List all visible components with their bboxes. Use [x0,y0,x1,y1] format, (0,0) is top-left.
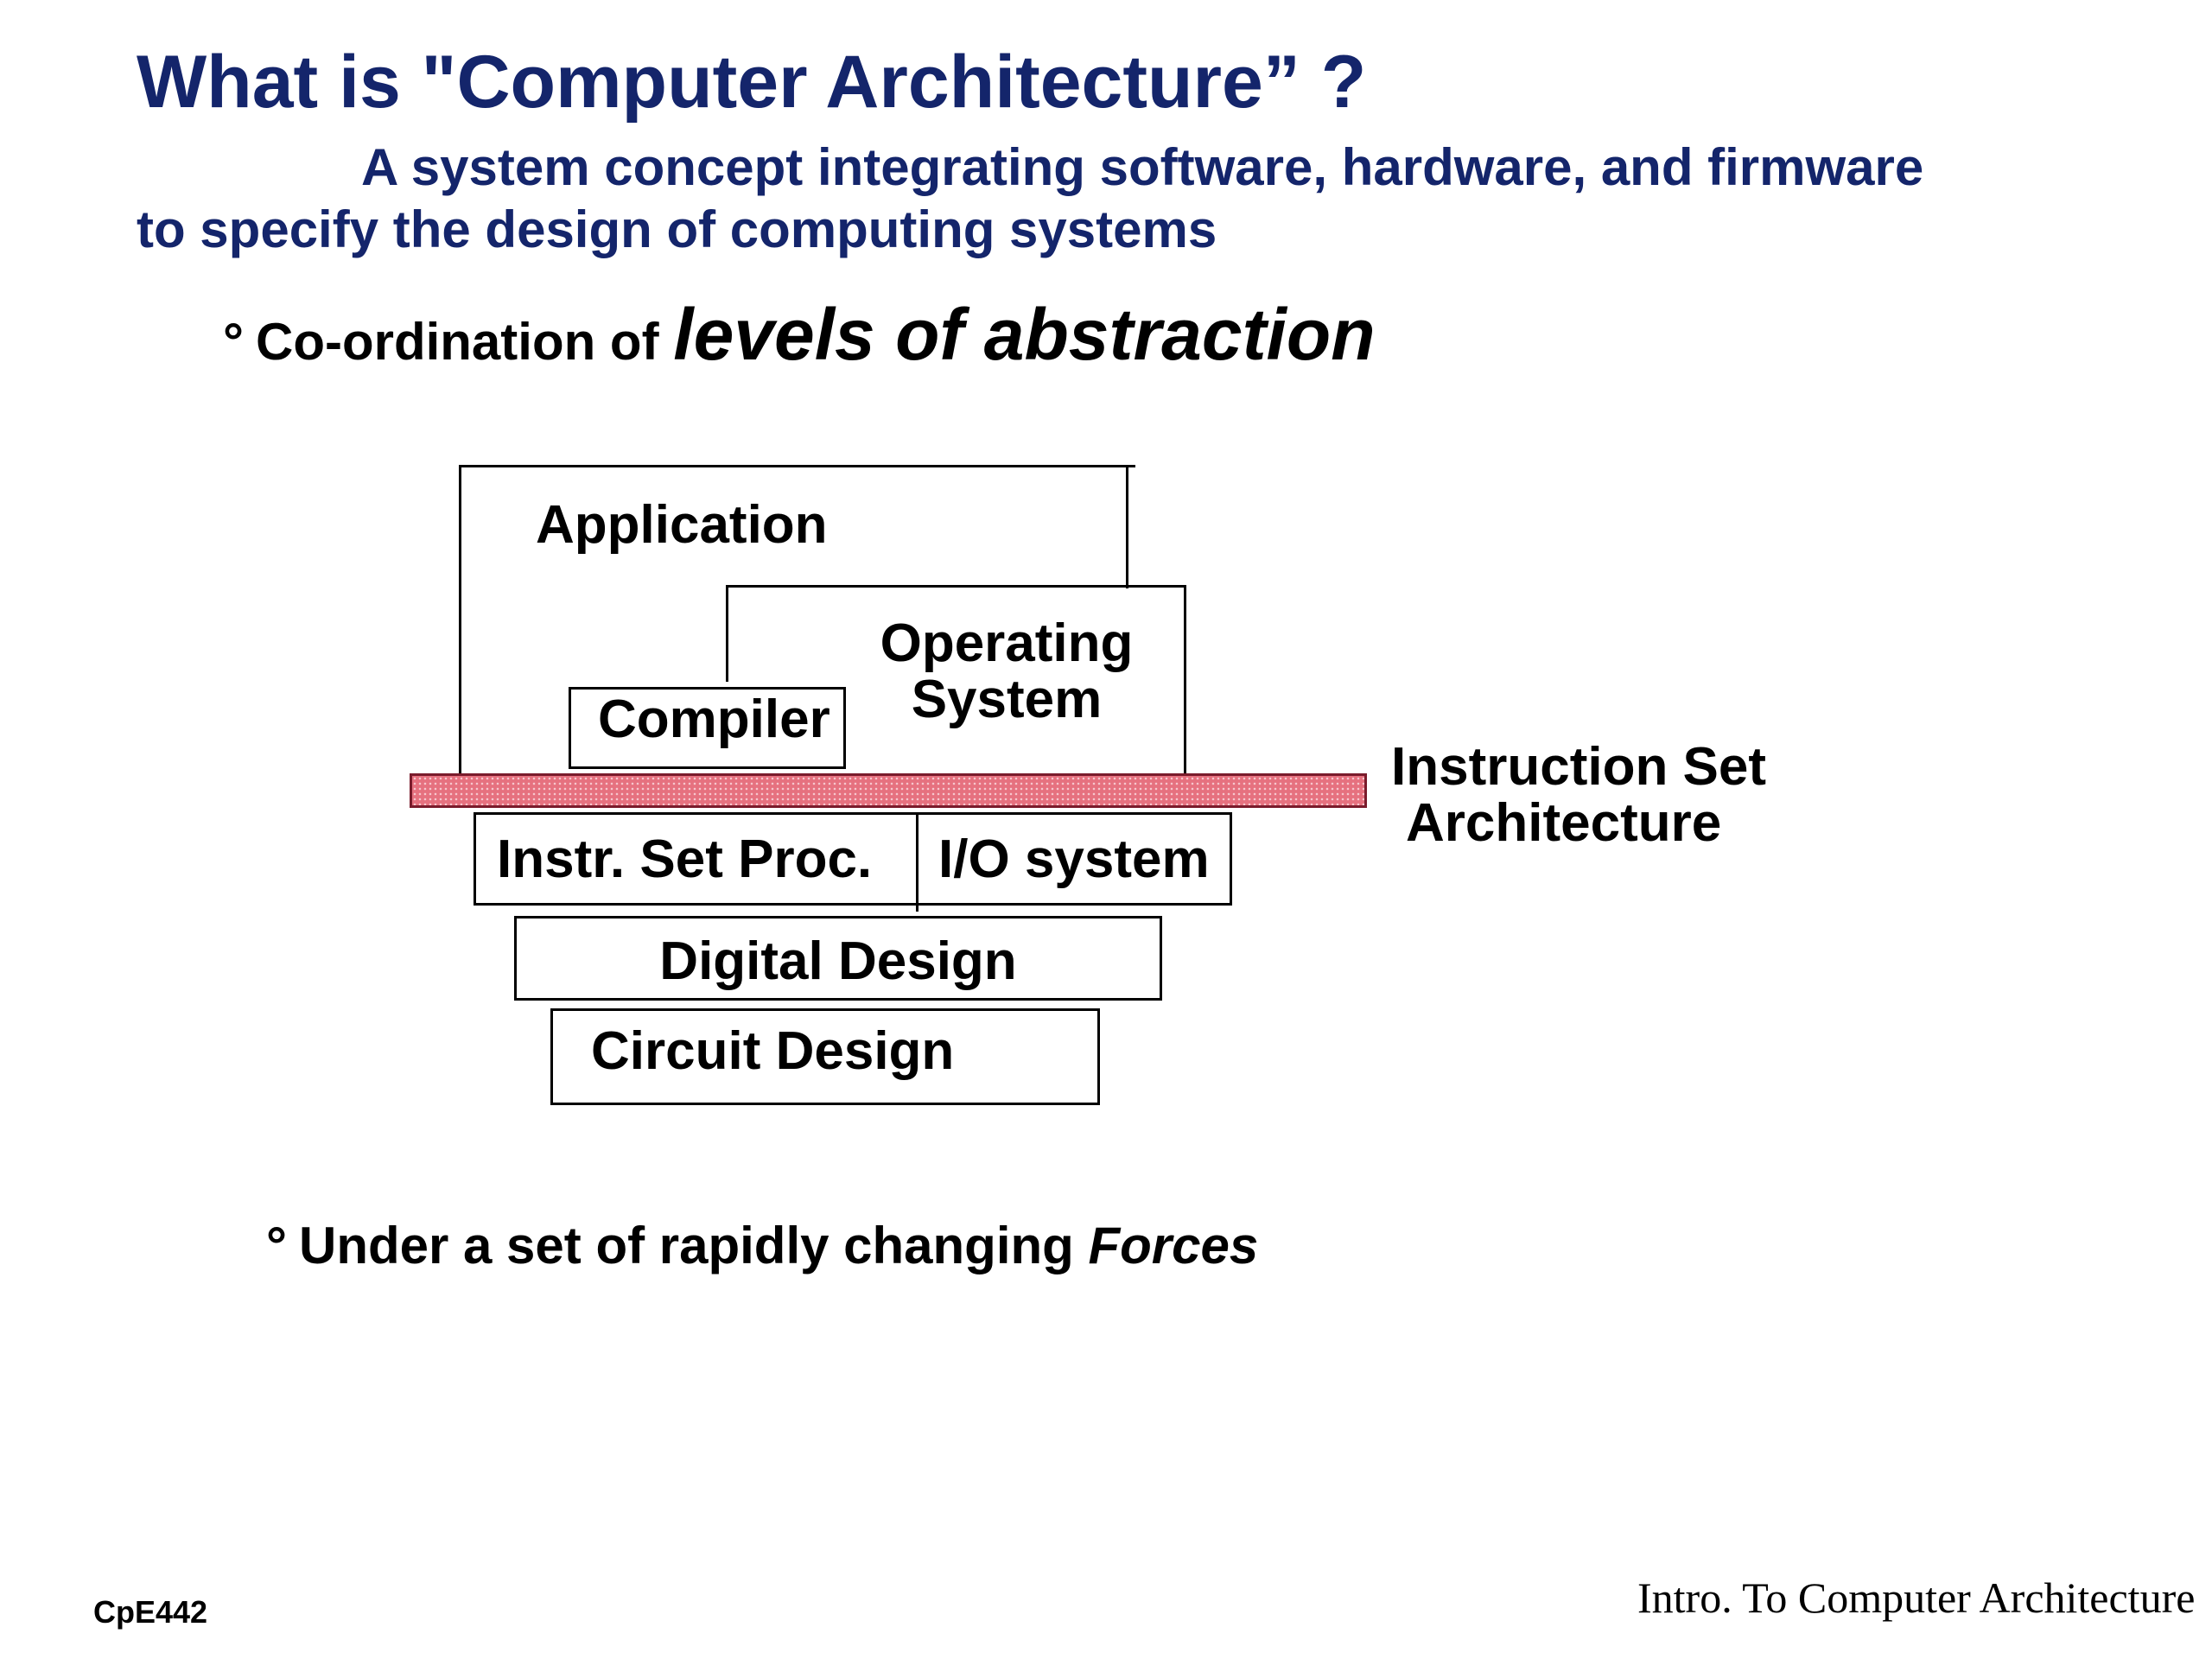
bullet-1-emphasis: levels of abstraction [673,294,1376,375]
os-left-edge [726,585,728,682]
os-right-edge [1184,585,1186,773]
os-top-edge [726,585,1186,588]
isa-label-line-1: Instruction Set [1391,737,1767,797]
slide-subtitle: A system concept integrating software, h… [137,137,2124,261]
application-left-edge [459,465,461,773]
os-label-line-2: System [911,670,1103,730]
hardware-row-box [474,812,1232,906]
isa-label-line-2: Architecture [1406,793,1722,854]
bullet-marker: ° [266,1217,287,1274]
footer-course-code: CpE442 [93,1594,208,1630]
application-right-edge [1126,465,1128,588]
bullet-marker: ° [223,313,244,371]
digital-design-box [514,916,1162,1001]
application-top-edge [459,465,1135,467]
isa-interface-bar [410,773,1367,808]
compiler-label: Compiler [598,690,830,749]
bullet-levels-of-abstraction: °Co-ordination of levels of abstraction [223,298,1376,371]
bullet-1-text: Co-ordination of [256,313,659,371]
subtitle-line-1: A system concept integrating software, h… [361,138,1924,196]
circuit-design-box [550,1008,1100,1105]
bullet-changing-forces: °Under a set of rapidly changing Forces [266,1220,1258,1272]
instr-set-proc-label: Instr. Set Proc. [497,830,873,889]
slide-title: What is "Computer Architecture” ? [137,41,1367,124]
subtitle-line-2: to specify the design of computing syste… [137,200,1217,258]
compiler-box [569,687,846,769]
application-label: Application [536,495,828,555]
circuit-design-label: Circuit Design [591,1021,955,1081]
os-label-line-1: Operating [880,613,1134,673]
bullet-2-emphasis: Forces [1088,1217,1259,1274]
footer-course-title: Intro. To Computer Architecture [1637,1573,2196,1622]
io-system-label: I/O system [938,830,1210,889]
bullet-2-text: Under a set of rapidly changing [299,1217,1074,1274]
isa-label: Instruction Set Architecture [1391,739,1766,851]
operating-system-label: Operating System [847,615,1166,728]
digital-design-label: Digital Design [659,931,1017,991]
hardware-row-divider [916,812,918,912]
